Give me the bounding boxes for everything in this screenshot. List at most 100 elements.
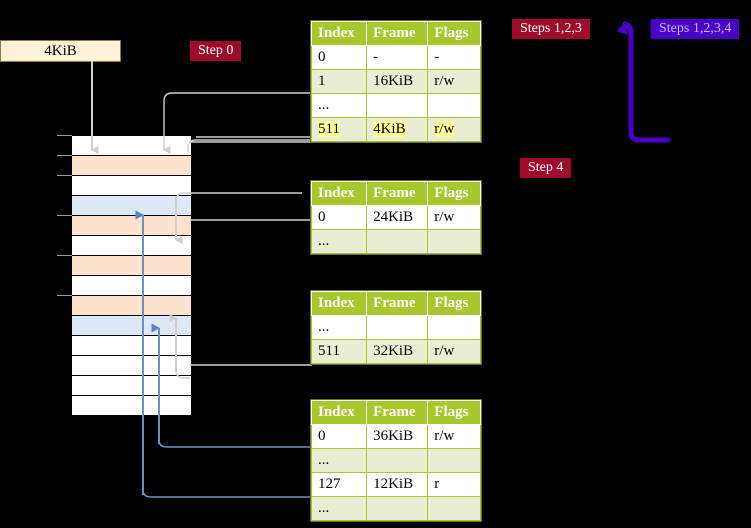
table-row: ...: [310, 93, 481, 118]
table-row: 0 - -: [310, 45, 481, 70]
cell-frame: [366, 496, 429, 521]
cell-index: 0: [310, 45, 368, 70]
label-steps-123: Steps 1,2,3: [512, 19, 590, 39]
memory-frame-row: [72, 216, 191, 236]
cell-flags-text: -: [434, 49, 440, 65]
cell-index-text: 0: [318, 428, 326, 444]
cell-index-text: ...: [318, 233, 330, 249]
frame-box-label: 4KiB: [44, 43, 77, 59]
cell-flags-text: r/w: [434, 121, 455, 137]
cell-frame-text: 36KiB: [373, 428, 414, 444]
cell-index: ...: [310, 448, 368, 473]
grid-tick: [57, 255, 72, 256]
cell-index-text: ...: [318, 97, 330, 113]
cell-flags: [427, 229, 481, 254]
cell-flags: r/w: [427, 424, 481, 449]
table-header-row: Index Frame Flags: [310, 181, 481, 206]
cell-index: ...: [310, 93, 368, 118]
table-header-row: Index Frame Flags: [310, 21, 481, 46]
grid-tick: [57, 135, 72, 136]
col-flags: Flags: [427, 291, 481, 316]
cell-flags: -: [427, 45, 481, 70]
cell-flags: r/w: [427, 205, 481, 230]
memory-frame-row: [72, 196, 191, 216]
cell-flags: [427, 448, 481, 473]
col-flags: Flags: [427, 21, 481, 46]
cell-flags: [427, 496, 481, 521]
cell-flags-text: r/w: [434, 428, 455, 444]
memory-frame-row: [72, 296, 191, 316]
grid-tick: [57, 215, 72, 216]
grid-tick: [57, 155, 72, 156]
cell-frame-text: 16KiB: [373, 73, 414, 89]
table-row: 511 4KiB r/w: [310, 117, 481, 142]
table-row: ...: [310, 229, 481, 254]
memory-frame-row: [72, 396, 191, 416]
memory-frame-row: [72, 356, 191, 376]
label-steps-1234: Steps 1,2,3,4: [651, 19, 740, 39]
page-table: Index Frame Flags ... 511 32KiB r/w: [310, 291, 481, 364]
col-index: Index: [310, 21, 368, 46]
cell-frame-text: 32KiB: [373, 343, 414, 359]
cell-frame: -: [366, 45, 429, 70]
cell-frame-text: 4KiB: [373, 121, 406, 137]
cell-index-text: 511: [318, 343, 340, 359]
col-index: Index: [310, 181, 368, 206]
col-frame: Frame: [366, 400, 429, 425]
table-row: ...: [310, 448, 481, 473]
table-header-row: Index Frame Flags: [310, 291, 481, 316]
table-row: 511 32KiB r/w: [310, 339, 481, 364]
col-index: Index: [310, 400, 368, 425]
cell-flags: [427, 93, 481, 118]
physical-memory-grid: [71, 135, 191, 416]
cell-flags: r/w: [427, 117, 481, 142]
cell-index-text: 511: [318, 121, 340, 137]
table-row: 0 36KiB r/w: [310, 424, 481, 449]
cell-frame-text: -: [373, 49, 379, 65]
cell-frame: 12KiB: [366, 472, 429, 497]
cell-frame: [366, 93, 429, 118]
cell-index: 511: [310, 117, 368, 142]
cell-frame-text: 24KiB: [373, 209, 414, 225]
memory-frame-row: [72, 336, 191, 356]
memory-frame-row: [72, 176, 191, 196]
memory-frame-row: [72, 236, 191, 256]
cell-index-text: 0: [318, 49, 326, 65]
col-flags: Flags: [427, 181, 481, 206]
cell-frame: 4KiB: [366, 117, 429, 142]
cell-flags: r/w: [427, 339, 481, 364]
cell-frame-text: 12KiB: [373, 476, 414, 492]
table-row: ...: [310, 315, 481, 340]
cell-frame: 16KiB: [366, 69, 429, 94]
memory-frame-row: [72, 276, 191, 296]
cell-flags: [427, 315, 481, 340]
cell-index: ...: [310, 229, 368, 254]
cell-index: ...: [310, 496, 368, 521]
table-header-row: Index Frame Flags: [310, 400, 481, 425]
cell-frame: [366, 448, 429, 473]
cell-frame: 24KiB: [366, 205, 429, 230]
cell-flags: r: [427, 472, 481, 497]
cell-index-text: 127: [318, 476, 341, 492]
table-row: 127 12KiB r: [310, 472, 481, 497]
cell-flags-text: r: [434, 476, 440, 492]
label-step-4: Step 4: [520, 158, 572, 178]
cell-flags-text: r/w: [434, 343, 455, 359]
memory-frame-row: [72, 376, 191, 396]
cell-flags-text: r/w: [434, 209, 455, 225]
table-row: ...: [310, 496, 481, 521]
cell-flags: r/w: [427, 69, 481, 94]
cell-index-text: ...: [318, 319, 330, 335]
cell-frame: 32KiB: [366, 339, 429, 364]
memory-frame-row: [72, 156, 191, 176]
label-step-0: Step 0: [190, 41, 242, 61]
cell-index: ...: [310, 315, 368, 340]
grid-tick: [57, 295, 72, 296]
cell-frame: [366, 315, 429, 340]
cell-index-text: ...: [318, 452, 330, 468]
col-frame: Frame: [366, 181, 429, 206]
col-frame: Frame: [366, 291, 429, 316]
